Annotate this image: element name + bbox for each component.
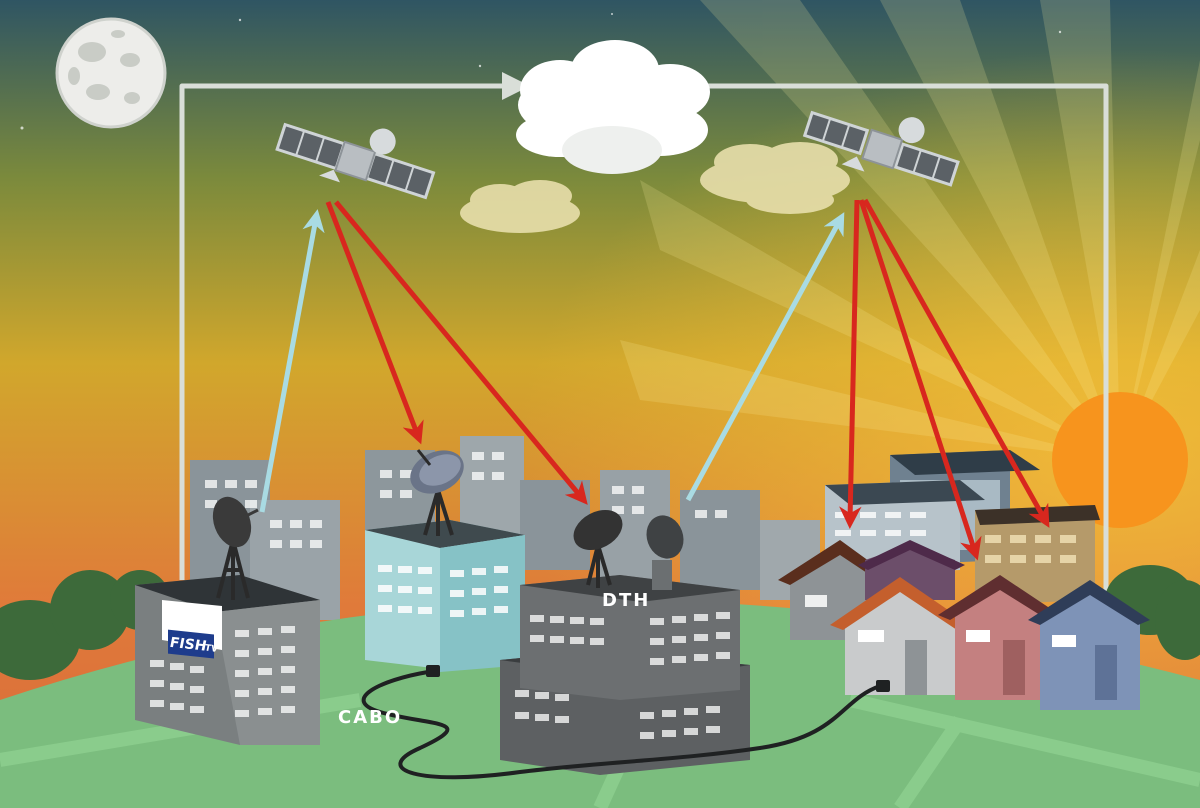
uplink-arrows [259, 209, 845, 513]
downlink-arrow [858, 199, 982, 561]
dth-label: DTH [602, 590, 650, 611]
teal-building [365, 520, 525, 672]
satellite-dish-icon [212, 496, 259, 600]
house [938, 575, 1060, 700]
broadcast-station: FISH TV [135, 575, 320, 745]
downlink-arrow [862, 198, 1050, 528]
satellite-icon [802, 110, 960, 187]
house [1028, 580, 1150, 710]
stars [20, 13, 1062, 130]
logo-part1: FISH [170, 635, 207, 655]
dth-building [500, 575, 750, 775]
logo-part2: TV [205, 644, 219, 655]
cable-label: CABO [338, 707, 402, 728]
sun-icon [1052, 392, 1188, 528]
satellite-dish-icon [573, 509, 623, 588]
moon-icon [55, 17, 167, 129]
uplink-arrow [259, 209, 325, 513]
cable [361, 670, 881, 780]
cloud-icon [516, 40, 710, 174]
satellite-dish-icon [410, 449, 464, 536]
relay-arrowhead [502, 72, 530, 100]
uplink-arrow [685, 212, 845, 502]
relay-path [179, 83, 1109, 598]
downlink-arrow [334, 200, 588, 505]
satellite-dish-icon [646, 515, 684, 590]
cable-plug-icon [426, 665, 890, 692]
downlink-arrow [839, 199, 862, 529]
fishtv-logo: FISH TV [162, 600, 222, 659]
cloud-icon [700, 142, 850, 214]
downlink-arrow [325, 201, 424, 445]
satellite-icon [275, 122, 436, 200]
downlink-arrows [325, 198, 1050, 561]
cloud-icon [460, 180, 580, 233]
